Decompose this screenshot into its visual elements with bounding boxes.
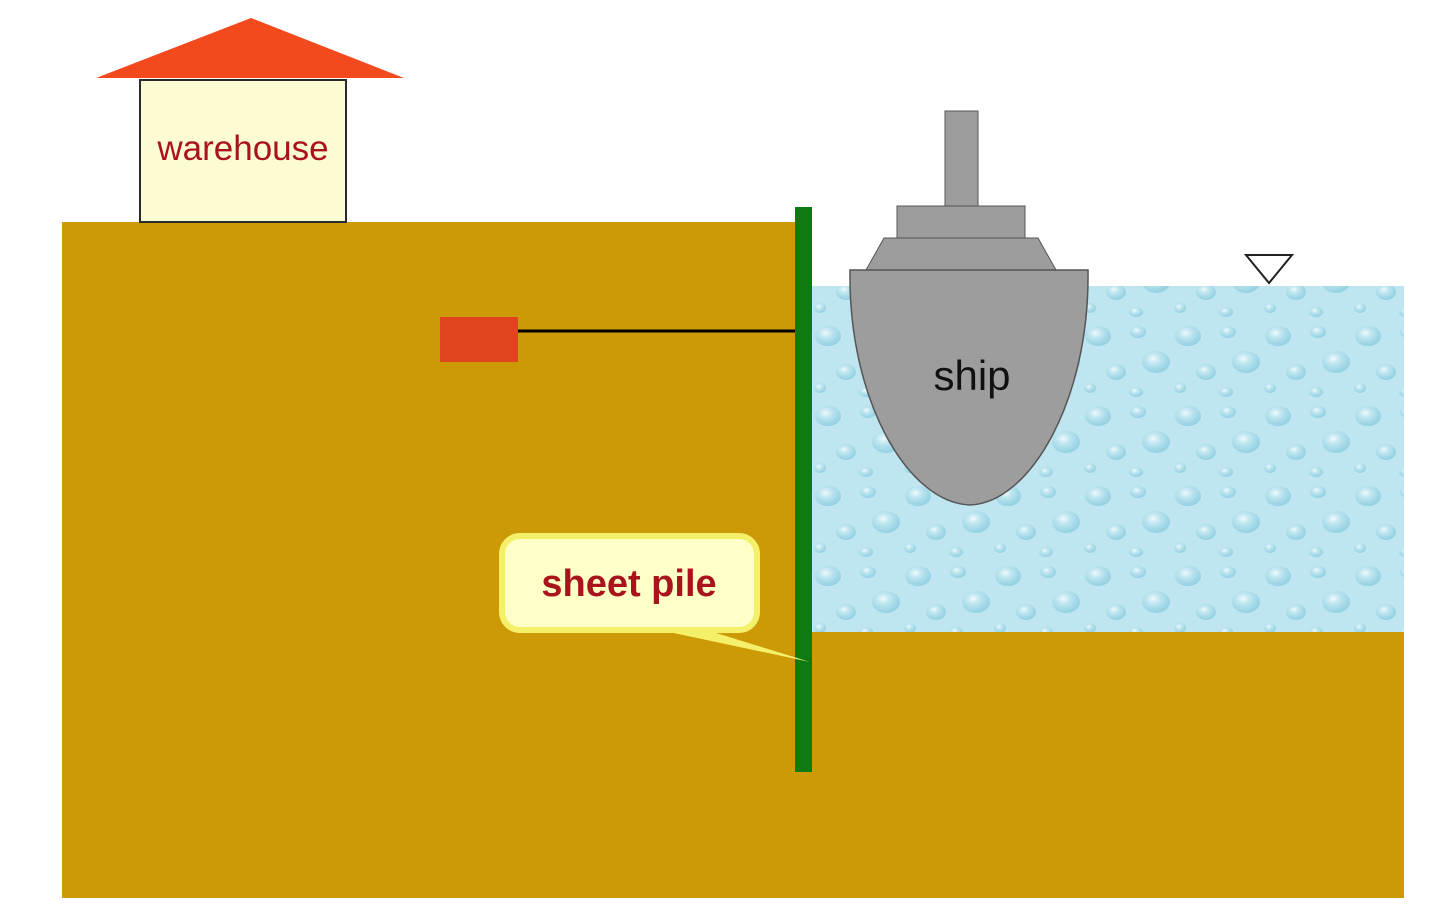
ship-cabin [896,205,1026,239]
anchor-system [440,317,802,362]
sheet-pile-callout: sheet pile [499,533,810,662]
ship: ship [849,110,1089,506]
sheet-pile [795,207,812,772]
warehouse-roof [96,18,404,78]
warehouse-wall [139,79,347,223]
ship-label: ship [933,352,1010,399]
ship-deck [865,237,1057,271]
callout-pointer [650,628,810,662]
anchor-block [440,317,518,362]
ship-funnel [944,110,979,208]
warehouse-label: warehouse [156,129,328,168]
ship-hull [849,269,1089,506]
callout-box [499,533,760,633]
warehouse: warehouse [96,18,404,223]
water-level-marker [1243,254,1295,285]
sheet-pile-label: sheet pile [541,563,716,605]
